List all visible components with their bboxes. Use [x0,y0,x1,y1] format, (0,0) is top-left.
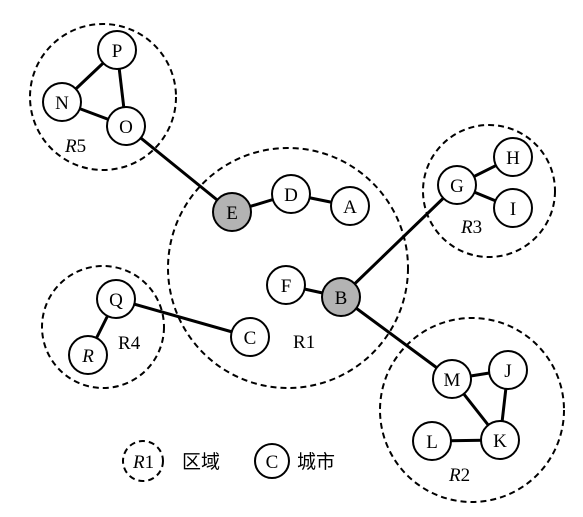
city-label-Q: Q [109,290,123,311]
city-node-M: M [432,359,472,399]
city-circle-D [271,174,311,214]
city-label-M: M [444,370,461,391]
region-R2-label-num: 2 [461,465,471,486]
region-R4-boundary [41,265,165,389]
city-circle-F [266,265,306,305]
city-node-B: B [321,277,361,317]
legend-region-symbol-prefix: R [132,452,145,473]
city-node-J: J [488,350,528,390]
city-node-I: I [493,188,533,228]
city-circle-G [437,165,477,205]
city-node-H: H [493,137,533,177]
region-R4-label: R4 [118,333,141,354]
city-circle-M [432,359,472,399]
region-R4-label-prefix: R [118,333,131,354]
city-circle-P [97,30,137,70]
city-circle-C [230,317,270,357]
city-node-N: N [42,82,82,122]
city-node-C: C [230,317,270,357]
city-label-J: J [504,361,511,382]
region-R2-boundary [379,317,565,503]
region-R1-label: R1 [293,332,315,353]
city-label-D: D [284,185,298,206]
edge-O-E [124,124,234,214]
region-R5-label-num: 5 [77,136,87,157]
legend-region-symbol-num: 1 [145,452,155,473]
city-label-C: C [244,328,257,349]
region-R2-label: R2 [448,465,470,486]
city-label-L: L [426,432,438,453]
region-R4-label-num: 4 [131,333,141,354]
city-node-P: P [97,30,137,70]
region-R5-label-prefix: R [64,136,77,157]
city-circle-A [330,186,370,226]
city-circle-L [412,421,452,461]
nodes-layer: P N O E D A F B G H I Q R C M J K L [42,30,533,461]
region-R1-label-num: 1 [306,332,316,353]
region-R1-label-prefix: R [293,332,306,353]
city-node-O: O [106,106,146,146]
legend-region-symbol [122,440,164,482]
edge-B-G [339,183,459,299]
city-circle-I [493,188,533,228]
region-R3-label-prefix: R [460,217,473,238]
city-node-Q: Q [96,279,136,319]
city-circle-N [42,82,82,122]
city-label-R: R [81,346,94,367]
region-R5-label: R5 [64,136,86,157]
city-node-E: E [212,192,252,232]
city-label-G: G [450,176,464,197]
city-label-P: P [112,41,123,62]
city-node-A: A [330,186,370,226]
city-circle-Q [96,279,136,319]
region-R2-label-prefix: R [448,465,461,486]
city-node-D: D [271,174,311,214]
city-label-A: A [343,197,357,218]
city-circle-B [321,277,361,317]
city-node-L: L [412,421,452,461]
city-label-I: I [510,199,516,220]
city-label-F: F [281,276,292,297]
city-node-F: F [266,265,306,305]
city-circle-H [493,137,533,177]
edge-Q-C [114,297,252,339]
city-label-E: E [226,203,238,224]
region-R3-boundary [422,124,556,258]
city-node-K: K [480,420,520,460]
legend-city-symbol [254,443,290,479]
city-label-B: B [335,288,348,309]
edge-B-M [339,295,454,381]
region-R3-label: R3 [460,217,482,238]
city-circle-E [212,192,252,232]
city-circle-K [480,420,520,460]
legend-region-text: 区域 [182,451,220,473]
city-label-K: K [493,431,507,452]
region-R5-boundary [29,23,177,171]
region-R3-label-num: 3 [473,217,483,238]
city-label-O: O [119,117,133,138]
city-circle-J [488,350,528,390]
region-R1-boundary [167,147,409,389]
city-label-H: H [506,148,520,169]
legend-city-text: 城市 [297,451,335,473]
city-label-N: N [55,93,69,114]
city-node-G: G [437,165,477,205]
city-circle-O [106,106,146,146]
legend: R1 区域 C 城市 [122,440,335,482]
city-node-R: R [68,335,108,375]
city-circle-R [68,335,108,375]
legend-region-symbol-label: R1 [132,452,154,473]
regions-layer: R5 R1 R3 R4 R2 [29,23,565,503]
legend-city-symbol-label: C [266,452,279,473]
